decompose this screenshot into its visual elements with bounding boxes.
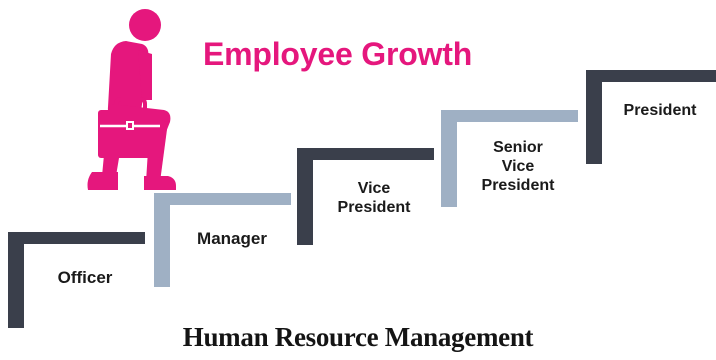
step-label-president: President <box>604 101 716 120</box>
step-label-line: Manager <box>197 229 267 248</box>
step-label-line: Vice <box>501 158 535 175</box>
step-label-manager: Manager <box>172 229 292 248</box>
step-label-line: Senior <box>493 139 543 156</box>
step-label-line: Vice <box>357 180 391 197</box>
step-label-vice-president: Vice President <box>318 179 430 217</box>
step-manager <box>154 193 291 287</box>
step-label-line: President <box>623 102 697 119</box>
step-senior-vice-president <box>441 110 578 207</box>
step-label-line: President <box>337 199 411 216</box>
briefcase-icon <box>98 97 162 158</box>
step-label-senior-vice-president: Senior Vice President <box>462 138 574 195</box>
footer-caption: Human Resource Management <box>182 322 534 352</box>
step-officer <box>8 232 145 328</box>
step-vice-president <box>297 148 434 245</box>
step-label-line: Officer <box>57 268 113 287</box>
step-label-line: President <box>481 177 555 194</box>
step-president <box>586 70 716 164</box>
page-title: Employee Growth <box>203 36 473 72</box>
step-label-officer: Officer <box>30 268 140 287</box>
